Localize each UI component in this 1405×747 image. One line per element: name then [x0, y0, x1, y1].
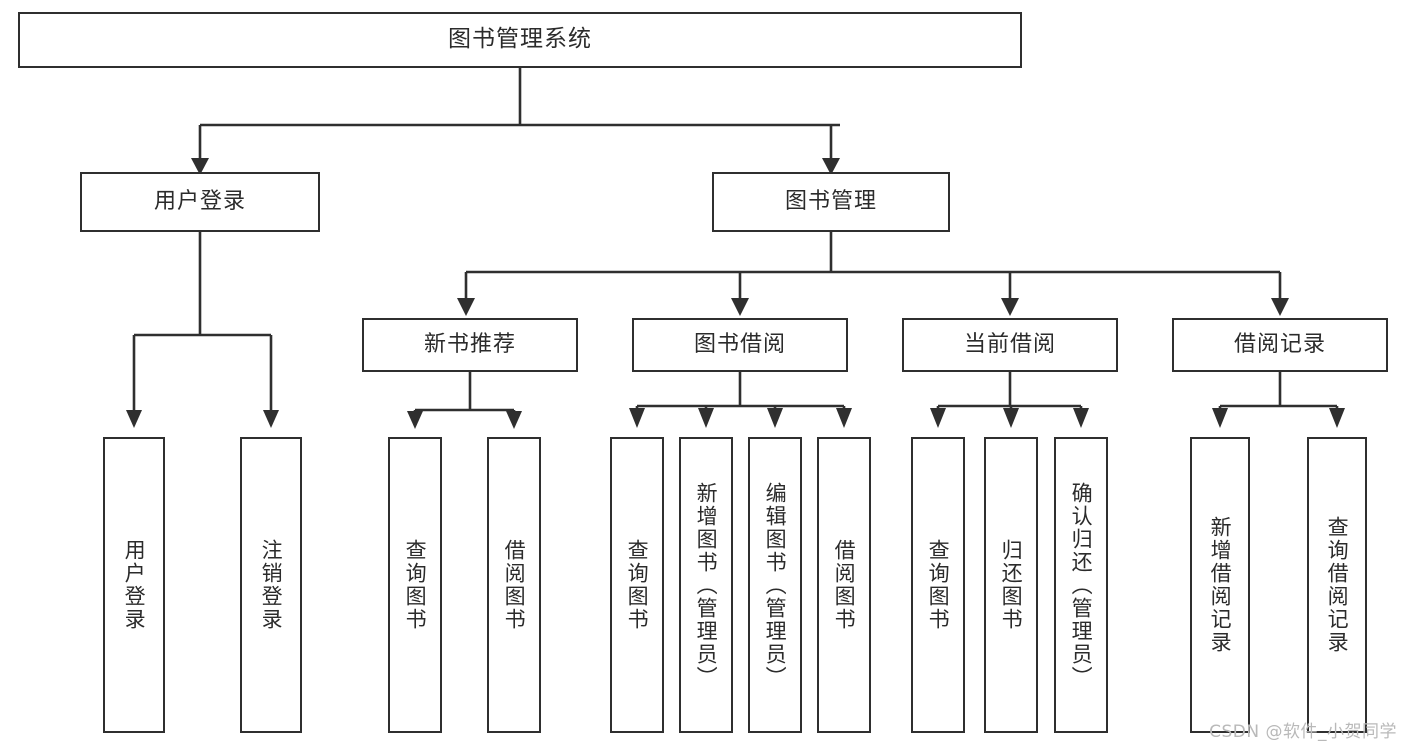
node-leaf-borrow-book-rec[interactable]: 借阅图书 [487, 437, 541, 733]
node-leaf-borrow-book-label: 借阅图书 [832, 539, 857, 631]
node-current-borrow-label: 当前借阅 [963, 331, 1056, 357]
node-leaf-query-book-rec-label: 查询图书 [403, 539, 428, 631]
node-leaf-query-book-borrow-label: 查询图书 [625, 539, 650, 631]
watermark-text: CSDN @软件_小贺同学 [1209, 722, 1397, 742]
node-borrow-record-label: 借阅记录 [1233, 331, 1326, 357]
node-leaf-return-book-label: 归还图书 [999, 539, 1024, 631]
node-leaf-confirm-return[interactable]: 确认归还（管理员） [1054, 437, 1108, 733]
edge-arrowheads-borrowrecord [1212, 408, 1345, 428]
node-leaf-borrow-book[interactable]: 借阅图书 [817, 437, 871, 733]
node-leaf-user-login[interactable]: 用户登录 [103, 437, 165, 733]
node-leaf-user-login-label: 用户登录 [122, 539, 147, 631]
node-leaf-query-book-cur[interactable]: 查询图书 [911, 437, 965, 733]
node-leaf-add-record[interactable]: 新增借阅记录 [1190, 437, 1250, 733]
node-leaf-confirm-return-label: 确认归还（管理员） [1069, 481, 1094, 689]
edge-arrowheads-bookborrow [629, 408, 852, 428]
node-leaf-add-record-label: 新增借阅记录 [1208, 516, 1233, 654]
node-book-borrow-label: 图书借阅 [693, 331, 786, 357]
node-leaf-add-book[interactable]: 新增图书（管理员） [679, 437, 733, 733]
node-book-manage[interactable]: 图书管理 [712, 172, 950, 232]
node-leaf-edit-book-label: 编辑图书（管理员） [763, 481, 788, 689]
node-new-book-rec[interactable]: 新书推荐 [362, 318, 578, 372]
node-user-login-label: 用户登录 [153, 188, 246, 214]
node-leaf-user-logout[interactable]: 注销登录 [240, 437, 302, 733]
node-leaf-add-book-label: 新增图书（管理员） [694, 481, 719, 689]
node-leaf-return-book[interactable]: 归还图书 [984, 437, 1038, 733]
node-leaf-query-record[interactable]: 查询借阅记录 [1307, 437, 1367, 733]
node-current-borrow[interactable]: 当前借阅 [902, 318, 1118, 372]
node-root-label: 图书管理系统 [448, 26, 592, 53]
edge-borrowrecord-to-leaves [1218, 372, 1339, 412]
edge-currentborrow-to-leaves [936, 372, 1083, 412]
node-leaf-user-logout-label: 注销登录 [259, 539, 284, 631]
node-leaf-borrow-book-rec-label: 借阅图书 [502, 539, 527, 631]
node-leaf-query-book-borrow[interactable]: 查询图书 [610, 437, 664, 733]
node-book-manage-label: 图书管理 [784, 188, 877, 214]
node-leaf-edit-book[interactable]: 编辑图书（管理员） [748, 437, 802, 733]
edge-bookmanage-to-level3 [464, 232, 1282, 300]
edge-arrowheads-newbookrec [407, 411, 522, 429]
edge-root-to-level2 [198, 68, 840, 160]
node-borrow-record[interactable]: 借阅记录 [1172, 318, 1388, 372]
node-user-login[interactable]: 用户登录 [80, 172, 320, 232]
node-leaf-query-book-rec[interactable]: 查询图书 [388, 437, 442, 733]
node-new-book-rec-label: 新书推荐 [423, 331, 516, 357]
node-leaf-query-record-label: 查询借阅记录 [1325, 516, 1350, 654]
node-root-system[interactable]: 图书管理系统 [18, 12, 1022, 68]
edge-newbookrec-to-leaves [413, 372, 516, 416]
edge-arrowheads-level3 [457, 298, 1289, 316]
edge-bookborrow-to-leaves [635, 372, 846, 412]
edge-arrowheads-level2 [191, 158, 840, 175]
edge-userlogin-to-leaves [132, 232, 273, 412]
edge-arrowheads-userlogin [126, 410, 279, 428]
node-leaf-query-book-cur-label: 查询图书 [926, 539, 951, 631]
node-book-borrow[interactable]: 图书借阅 [632, 318, 848, 372]
edge-arrowheads-currentborrow [930, 408, 1089, 428]
